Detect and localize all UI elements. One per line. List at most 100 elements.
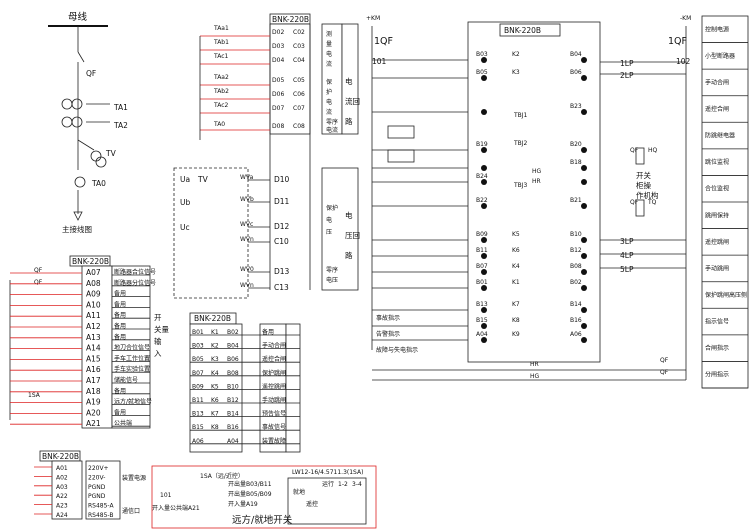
ct-ta-a1: TAa1	[213, 25, 229, 32]
cc-right-8: B12	[570, 247, 582, 254]
cr-left-5: B11	[192, 397, 204, 404]
cr-right-7: B16	[227, 424, 239, 431]
cr-right-0: B02	[227, 329, 239, 336]
ta0-label: TA0	[91, 179, 106, 188]
cm-term-3: A22	[56, 493, 68, 500]
rl-101: 101	[160, 492, 172, 499]
ct-device-title: BNK-220B	[272, 15, 309, 24]
cc-right-12: B16	[570, 317, 582, 324]
cc-out-2lp: 2LP	[620, 71, 634, 80]
pt-wva: WVa	[240, 174, 254, 181]
pt-uc: Uc	[180, 223, 190, 232]
current-circuit: BNK-220B TAa1 TAb1 TAc1 TAa2 TAb2 TAc2 T…	[199, 13, 360, 290]
cc-k-0: K2	[512, 51, 520, 58]
rl-model: LW12-16/4.5711.3(1SA)	[292, 469, 363, 476]
cc-k-8: K6	[512, 247, 520, 254]
cr-right-4: B10	[227, 383, 239, 390]
cc-1qf-right: 1QF	[668, 36, 687, 47]
si-desc-10: 储能信号	[114, 376, 138, 384]
cr-right-2: B06	[227, 356, 239, 363]
si-term-3: A10	[86, 300, 101, 309]
cc-right-13: A06	[570, 331, 582, 338]
legend-item-0: 控制电源	[705, 25, 729, 33]
pt-prot-3: 压	[326, 229, 332, 236]
cc-right-4: B18	[570, 159, 582, 166]
ct-ta-c1: TAc1	[213, 53, 228, 60]
si-term-9: A16	[86, 365, 101, 374]
cc-k-12: K8	[512, 317, 520, 324]
rl-local: 就地	[293, 488, 305, 496]
pt-loop-3: 路	[345, 250, 353, 260]
si-term-7: A14	[86, 344, 101, 353]
ct-measure-2: 量	[326, 41, 332, 48]
si-term-2: A09	[86, 290, 101, 299]
ct-term-d04: D04	[272, 57, 284, 64]
rl-1sa: 1SA（远/近控）	[200, 472, 244, 480]
si-desc-6: 备用	[114, 333, 126, 341]
si-desc-2: 备用	[114, 290, 126, 298]
si-term-0: A07	[86, 268, 101, 277]
cc-tbj3: TBJ3	[513, 182, 528, 189]
si-side-label-2: 关量	[154, 324, 169, 334]
ta2-label: TA2	[113, 121, 128, 130]
cr-desc-8: 装置故障	[262, 437, 286, 445]
cc-out-5lp: 5LP	[620, 265, 634, 274]
si-desc-5: 备用	[114, 322, 126, 330]
rl-desc-3: 开入量A19	[228, 501, 258, 508]
legend-item-9: 手动跳闸	[705, 264, 729, 272]
legend-item-8: 遥控跳闸	[705, 238, 729, 246]
si-desc-3: 备用	[114, 300, 126, 308]
ta1-label: TA1	[113, 103, 128, 112]
cc-right-10: B02	[570, 279, 582, 286]
cc-mech-2: 柜操	[636, 180, 651, 190]
si-desc-8: 手车工作位置	[114, 354, 150, 362]
cr-left-6: B13	[192, 411, 204, 418]
pt-prot-1: 保护	[326, 204, 338, 212]
pt-term-d12: D12	[274, 222, 290, 231]
cc-k-9: K4	[512, 263, 520, 270]
si-desc-4: 备用	[114, 311, 126, 319]
si-term-10: A17	[86, 376, 101, 385]
pt-term-d13: D13	[274, 267, 290, 276]
cc-tbj2: TBJ2	[513, 140, 528, 147]
voltage-circuit: Ua TV Ub Uc WVa WVb WVc WVn WV0 WVn D10 …	[173, 167, 360, 299]
cc-alarm-2: 告警指示	[376, 330, 400, 338]
ct-prot-4: 流	[326, 108, 332, 116]
right-legend: 控制电源小型断路器手动合闸遥控合闸防跳继电器跳位监视合位监视跳闸保持遥控跳闸手动…	[701, 15, 749, 389]
cc-left-8: B11	[476, 247, 488, 254]
cc-left-7: B09	[476, 231, 488, 238]
cc-101: 101	[372, 57, 387, 66]
si-desc-14: 公共端	[114, 419, 132, 427]
pt-ub: Ub	[180, 198, 190, 207]
cc-hr: HR	[532, 178, 541, 185]
ct-ta-c2: TAc2	[213, 102, 228, 109]
ct-ta-b1: TAb1	[213, 39, 229, 46]
cc-right-1: B06	[570, 69, 582, 76]
legend-item-11: 指示信号	[705, 318, 729, 326]
legend-item-3: 遥控合闸	[705, 105, 729, 113]
oneline-caption: 主接线图	[62, 224, 92, 234]
cc-km-plus: +KM	[366, 15, 380, 22]
legend-item-7: 跳闸保持	[705, 211, 729, 219]
legend-item-12: 合闸指示	[705, 344, 729, 352]
ct-prot-1: 保	[326, 78, 332, 86]
cr-left-2: B05	[192, 356, 204, 363]
cc-qf-c: QF	[660, 357, 669, 364]
cm-desc-2: PGND	[88, 484, 106, 491]
legend-item-4: 防跳继电器	[705, 132, 735, 140]
rl-open-in: 开入量公共端A21	[152, 504, 200, 512]
pt-term-d11: D11	[274, 197, 290, 206]
pt-term-c13: C13	[274, 283, 289, 292]
si-term-5: A12	[86, 322, 101, 331]
cc-left-5: B24	[476, 173, 488, 180]
cc-left-6: B22	[476, 197, 488, 204]
cc-k-13: K9	[512, 331, 520, 338]
qf-label: QF	[86, 69, 96, 78]
cc-device-title: BNK-220B	[504, 26, 541, 35]
rl-remote: 遥控	[306, 500, 318, 508]
cc-1qf-left: 1QF	[374, 36, 393, 47]
ct-prot-2: 护	[326, 88, 332, 96]
cc-qf-b: QF	[630, 199, 639, 206]
